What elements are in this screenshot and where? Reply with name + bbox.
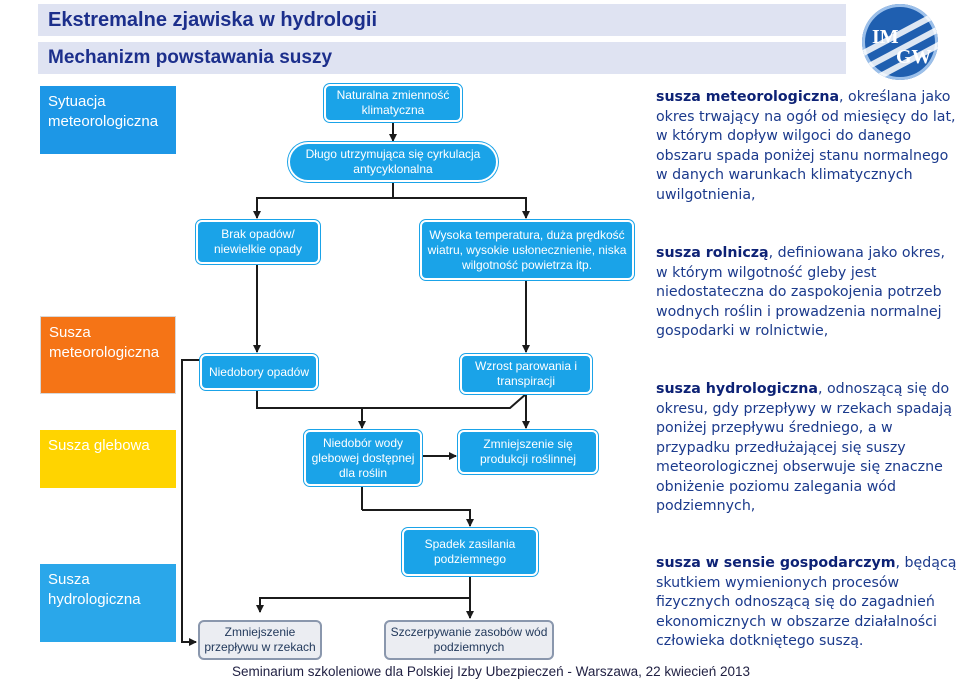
node-groundwater-depletion: Szczerpywanie zasobów wód podziemnych xyxy=(384,620,554,660)
node-soil-water-deficit: Niedobór wody glebowej dostępnej dla roś… xyxy=(304,430,422,486)
definition-economic: susza w sensie gospodarczym, będącą skut… xyxy=(656,554,960,652)
definition-term: susza w sensie gospodarczym xyxy=(656,555,896,571)
footer-text: Seminarium szkoleniowe dla Polskiej Izby… xyxy=(232,664,750,679)
label-susza-glebowa: Susza glebowa xyxy=(40,430,176,488)
logo-text-top: IM xyxy=(872,26,899,48)
node-river-flow-decrease: Zmniejszenie przepływu w rzekach xyxy=(198,620,322,660)
node-natural-variability: Naturalna zmienność klimatyczna xyxy=(324,84,462,122)
definition-text: , odnoszącą się do okresu, gdy przepływy… xyxy=(656,381,952,514)
node-crop-production-decrease: Zmniejszenie się produkcji roślinnej xyxy=(458,430,598,474)
definition-meteo: susza meteorologiczna, określana jako ok… xyxy=(656,88,960,205)
definition-term: susza meteorologiczna xyxy=(656,89,840,105)
label-susza-hydro: Susza hydrologiczna xyxy=(40,564,176,642)
definition-term: susza hydrologiczna xyxy=(656,381,818,397)
definition-term: susza rolniczą xyxy=(656,245,769,261)
node-anticyclonic-circulation: Długo utrzymująca się cyrkulacja antycyk… xyxy=(288,142,498,182)
slide-subtitle: Mechanizm powstawania suszy xyxy=(38,42,846,74)
node-precipitation-deficit: Niedobory opadów xyxy=(200,354,318,390)
logo-text-bottom: GW xyxy=(896,46,932,68)
node-groundwater-recharge-drop: Spadek zasilania podziemnego xyxy=(402,528,538,576)
node-evaporation-increase: Wzrost parowania i transpiracji xyxy=(460,354,592,394)
definition-hydro: susza hydrologiczna, odnoszącą się do ok… xyxy=(656,380,960,517)
definition-text: , definiowana jako okres, w którym wilgo… xyxy=(656,245,945,339)
node-high-temperature: Wysoka temperatura, duża prędkość wiatru… xyxy=(420,220,634,280)
node-no-precipitation: Brak opadów/ niewielkie opady xyxy=(196,220,320,264)
definition-agri: susza rolniczą, definiowana jako okres, … xyxy=(656,244,960,342)
definition-text: , będącą skutkiem wymienionych procesów … xyxy=(656,555,957,649)
label-susza-meteo: Susza meteorologiczna xyxy=(40,316,176,394)
definition-text: , określana jako okres trwający na ogół … xyxy=(656,89,956,203)
imgw-logo: IM GW xyxy=(862,4,938,80)
slide-title: Ekstremalne zjawiska w hydrologii xyxy=(38,4,846,36)
label-situation-meteo: Sytuacja meteorologiczna xyxy=(40,86,176,154)
